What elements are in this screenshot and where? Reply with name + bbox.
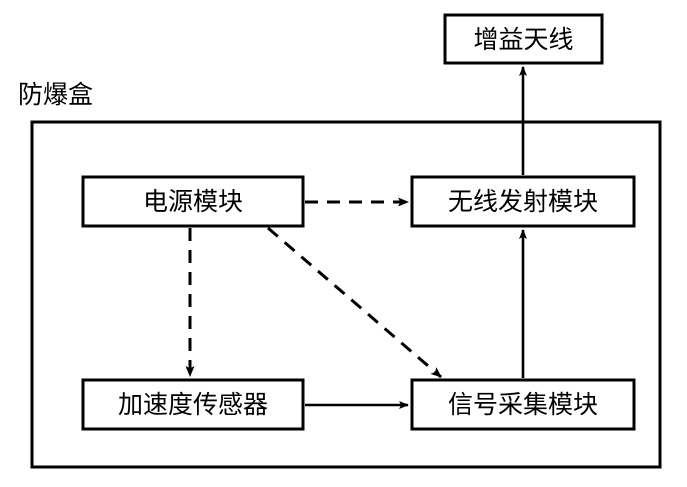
diagram-edges: [185, 66, 527, 409]
container-caption-label: 防爆盒: [18, 80, 94, 109]
node-box-wireless-transmit-module[interactable]: [410, 175, 636, 228]
edge-power-to-signal-acquisition: [267, 226, 442, 379]
explosion-proof-box-outline: [30, 120, 662, 469]
node-box-signal-acquisition-module[interactable]: [410, 378, 636, 431]
node-box-power-module[interactable]: [81, 175, 305, 228]
node-box-gain-antenna[interactable]: [443, 13, 604, 65]
node-box-acceleration-sensor[interactable]: [81, 378, 305, 431]
diagram-node-outlines: [81, 13, 636, 431]
